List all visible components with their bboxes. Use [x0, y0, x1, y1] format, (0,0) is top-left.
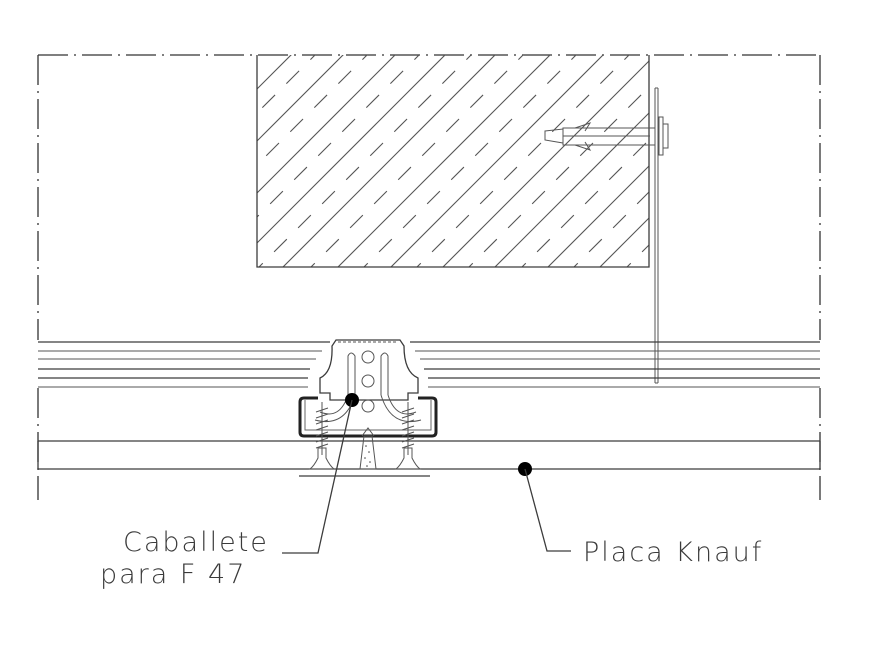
caballete-bracket — [298, 339, 438, 477]
concrete-block — [256, 55, 650, 268]
label-caballete-line2: para F 47 — [100, 559, 246, 590]
profile-channel — [38, 341, 820, 388]
hanger-rod — [654, 87, 659, 384]
label-placa-knauf: Placa Knauf — [583, 537, 763, 568]
leader-placa — [518, 462, 571, 552]
knauf-board — [37, 440, 821, 470]
leader-caballete — [282, 393, 359, 554]
screw-left — [308, 402, 336, 470]
label-caballete-line1: Caballete — [123, 527, 269, 558]
screw-right — [394, 402, 422, 470]
